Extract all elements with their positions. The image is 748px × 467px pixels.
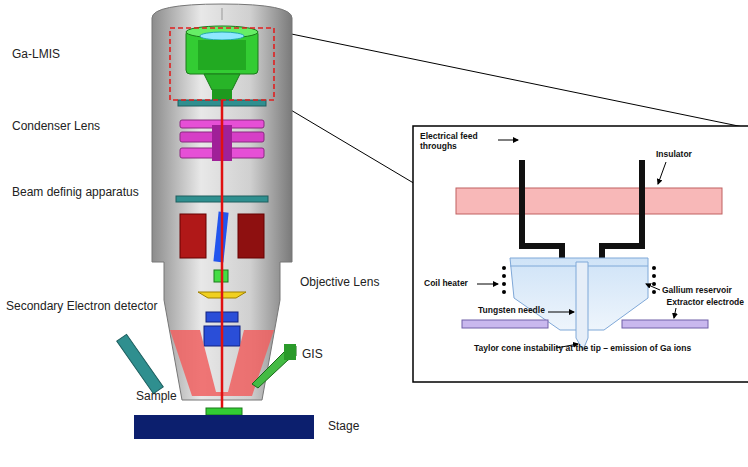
inset-label: Coil heater (424, 279, 468, 289)
inset-label: Electrical feed throughs (420, 132, 498, 152)
inset-label: Gallium reservoir (662, 286, 732, 296)
part-label: GIS (302, 348, 323, 362)
inset-label: Extractor electrode (667, 298, 744, 308)
part-label: Condenser Lens (12, 120, 100, 134)
part-label: Stage (328, 420, 359, 434)
inset-label: Insulator (656, 150, 692, 160)
part-label: Objective Lens (300, 276, 379, 290)
part-label: Sample (136, 390, 177, 404)
part-label: Ga-LMIS (12, 48, 60, 62)
part-label: Beam definig apparatus (12, 186, 139, 200)
inset-label: Taylor cone instability at the tip – emi… (474, 344, 691, 354)
part-label: Secondary Electron detector (6, 300, 157, 314)
inset-label: Tungsten needle (478, 306, 545, 316)
